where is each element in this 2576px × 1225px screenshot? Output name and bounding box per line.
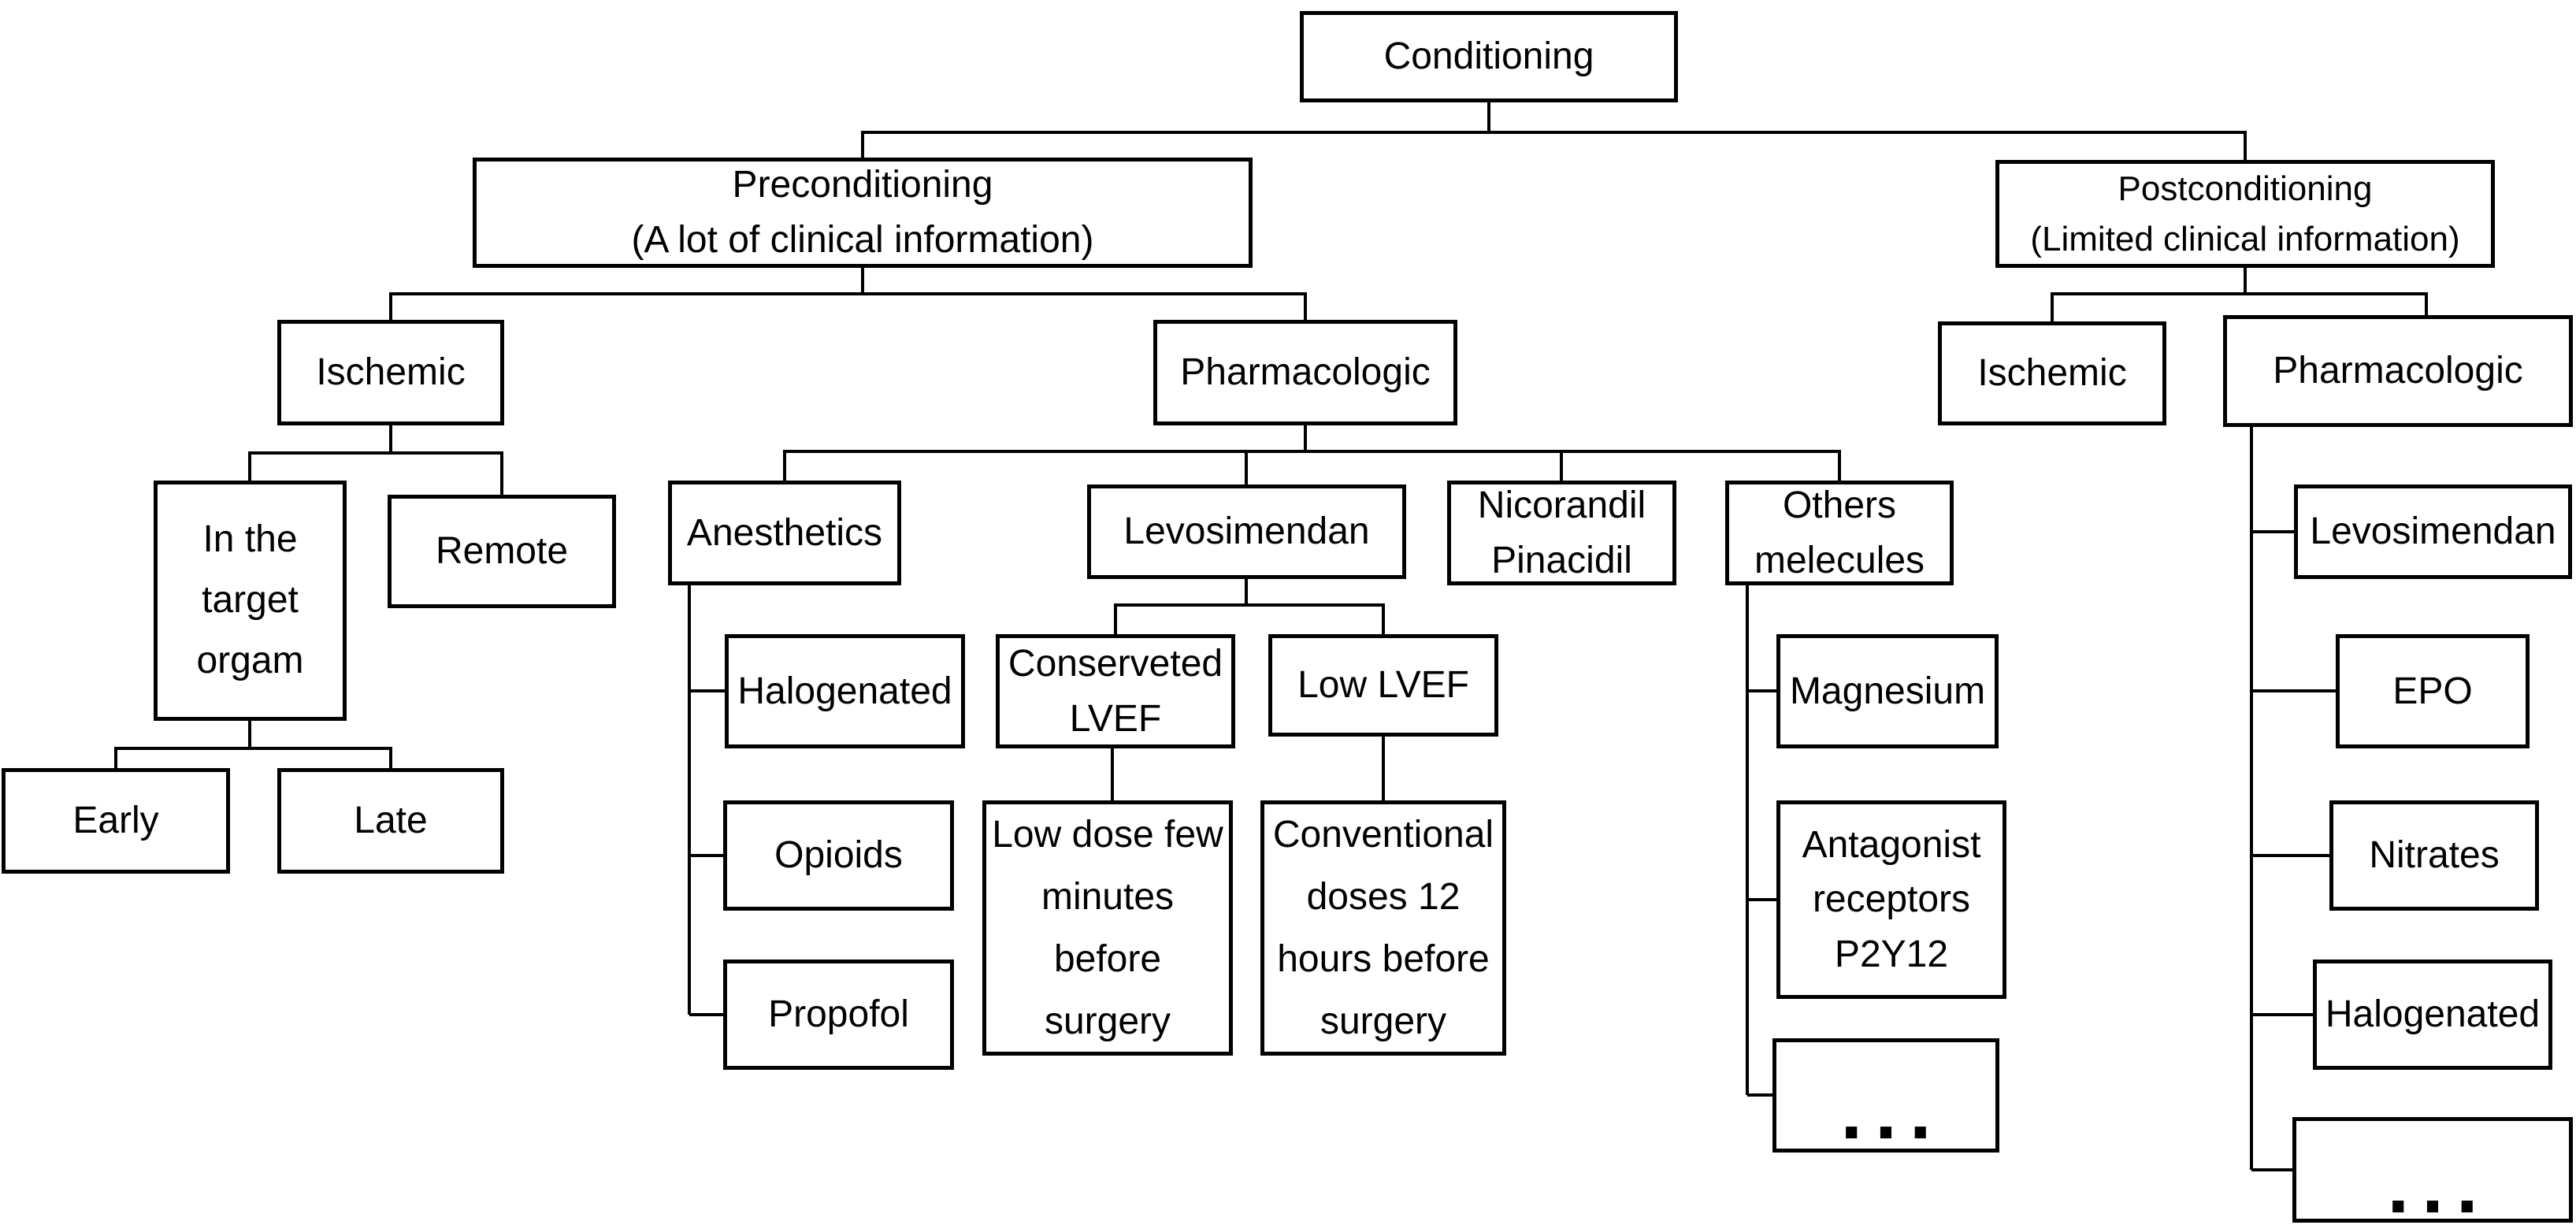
- node-nicorandil-pinacidil: Nicorandil Pinacidil: [1447, 481, 1676, 585]
- node-anesthetics: Anesthetics: [668, 481, 901, 585]
- node-conserveted-lvef: Conserveted LVEF: [996, 634, 1235, 748]
- node-remote: Remote: [388, 495, 616, 608]
- node-conventional-doses: Conventional doses 12 hours before surge…: [1260, 800, 1506, 1056]
- node-late: Late: [277, 768, 504, 874]
- node-in-the-target-organ: In the target orgam: [154, 481, 347, 721]
- node-halogenated-post: Halogenated: [2313, 960, 2552, 1070]
- edge-ischemic-pre-children: [248, 425, 503, 495]
- node-opioids: Opioids: [723, 800, 954, 911]
- node-early: Early: [2, 768, 230, 874]
- node-low-dose-before-surgery: Low dose few minutes before surgery: [982, 800, 1233, 1056]
- node-pharmacologic-post: Pharmacologic: [2223, 315, 2573, 427]
- node-ischemic-post: Ischemic: [1938, 321, 2166, 425]
- edge-conditioning-children: [861, 102, 2247, 160]
- edge-levosimendan-pre-children: [1114, 579, 1385, 634]
- edge-target-organ-children: [114, 721, 392, 768]
- node-epo: EPO: [2336, 634, 2530, 748]
- node-preconditioning: Preconditioning (A lot of clinical infor…: [473, 158, 1253, 268]
- node-ellipsis-pre: ...: [1772, 1038, 1999, 1153]
- node-conditioning: Conditioning: [1300, 11, 1678, 102]
- edge-anesthetics-children: [688, 585, 725, 1016]
- node-antagonist-p2y12: Antagonist receptors P2Y12: [1776, 800, 2006, 999]
- node-levosimendan-post: Levosimendan: [2294, 484, 2572, 579]
- node-halogenated-pre: Halogenated: [725, 634, 965, 748]
- node-low-lvef: Low LVEF: [1268, 634, 1498, 737]
- node-levosimendan-pre: Levosimendan: [1087, 484, 1406, 579]
- edge-pharmacologic-post-children: [2250, 427, 2336, 1171]
- node-magnesium: Magnesium: [1776, 634, 1999, 748]
- node-others-molecules: Others melecules: [1725, 481, 1954, 585]
- edge-others-children: [1746, 585, 1776, 1097]
- node-postconditioning: Postconditioning (Limited clinical infor…: [1995, 160, 2495, 268]
- node-propofol: Propofol: [723, 960, 954, 1070]
- edge-preconditioning-children: [389, 268, 1307, 320]
- node-nitrates: Nitrates: [2329, 800, 2539, 911]
- node-pharmacologic-pre: Pharmacologic: [1153, 320, 1457, 425]
- node-ischemic-pre: Ischemic: [277, 320, 504, 425]
- node-ellipsis-post: ...: [2292, 1117, 2573, 1225]
- edge-postconditioning-children: [2051, 268, 2428, 321]
- edge-pharmacologic-pre-children: [783, 425, 1841, 484]
